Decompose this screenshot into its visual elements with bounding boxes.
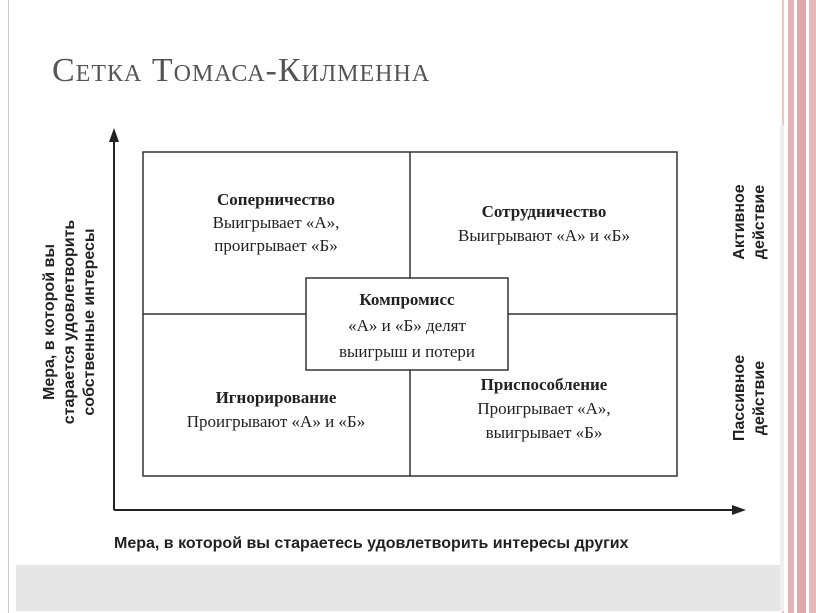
x-axis-arrow <box>732 505 746 515</box>
cell-bottom-right-line2: выигрывает «Б» <box>486 423 603 442</box>
right-label-active-line1: Активное <box>731 184 748 260</box>
panel-bottom-band <box>16 565 780 611</box>
cell-top-left-line1: Выигрывает «А», <box>213 213 340 232</box>
y-axis-label-line3: собственные интересы <box>81 228 98 415</box>
cell-top-right-line1: Выигрывают «А» и «Б» <box>458 226 630 245</box>
cell-center-title: Компромисс <box>359 290 455 309</box>
cell-top-left-line2: проигрывает «Б» <box>214 236 337 255</box>
y-axis-label-line1: Мера, в которой вы <box>41 244 58 400</box>
slide-title: Сетка Томаса-Килменна <box>52 52 431 89</box>
cell-bottom-left-line1: Проигрывают «А» и «Б» <box>187 412 365 431</box>
left-border-line <box>8 0 9 613</box>
y-axis-label-line2: старается удовлетворить <box>61 220 78 425</box>
right-label-passive-line2: действие <box>751 361 768 435</box>
center-box <box>305 277 509 371</box>
y-axis-arrow <box>109 128 119 142</box>
cell-top-right-title: Сотрудничество <box>482 202 607 221</box>
panel-right-edge <box>780 125 784 611</box>
cell-top-left-title: Соперничество <box>217 190 335 209</box>
cell-center-line2: выигрыш и потери <box>339 342 475 361</box>
right-label-active-line2: действие <box>751 185 768 259</box>
right-label-passive-line1: Пассивное <box>731 355 748 441</box>
cell-bottom-left-title: Игнорирование <box>216 388 337 407</box>
cell-center-line1: «А» и «Б» делят <box>348 316 466 335</box>
cell-bottom-right-title: Приспособление <box>481 375 608 394</box>
cell-bottom-right-line1: Проигрывает «А», <box>477 399 610 418</box>
x-axis-label: Мера, в которой вы стараетесь удовлетвор… <box>114 535 629 552</box>
